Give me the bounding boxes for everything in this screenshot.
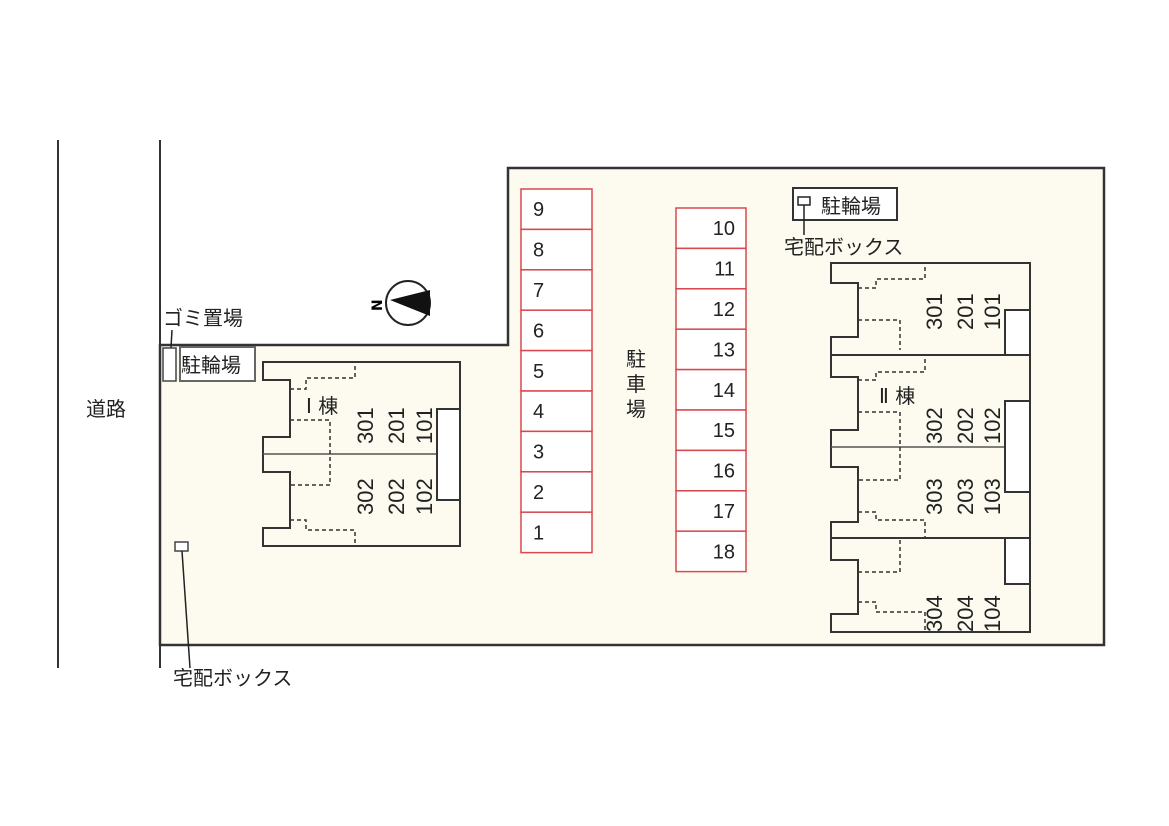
bike-parking-left (179, 346, 256, 382)
parking-space-number: 1 (533, 522, 544, 544)
parking-space (675, 368, 747, 411)
unit-number: 204 (953, 595, 978, 632)
parking-space (520, 269, 593, 311)
parking-space (520, 430, 593, 473)
parking-space (520, 511, 593, 554)
parking-space-number: 8 (533, 240, 544, 262)
delivery-box-right-label: 宅配ボックス (784, 235, 903, 259)
unit-number: 103 (980, 478, 1005, 515)
parking-label-2: 車 (626, 372, 646, 396)
parking-space-number: 4 (533, 401, 544, 423)
unit-number: 101 (412, 407, 437, 444)
parking-space (520, 228, 593, 271)
parking-space (675, 409, 747, 452)
building-2 (830, 262, 1031, 633)
parking-column-right: 10 11 12 13 14 15 16 17 18 (675, 207, 747, 573)
parking-space-number: 5 (533, 361, 544, 383)
unit-number: 201 (953, 293, 978, 330)
delivery-box-left-label: 宅配ボックス (173, 666, 292, 690)
parking-space (675, 288, 747, 330)
unit-number: 202 (384, 478, 409, 515)
parking-space (520, 390, 593, 433)
unit-number: 301 (922, 293, 947, 330)
parking-space-number: 11 (714, 259, 735, 281)
parking-space (675, 530, 747, 573)
parking-space (675, 449, 747, 492)
parking-space-number: 18 (713, 541, 735, 563)
parking-space (520, 349, 593, 392)
unit-number: 102 (412, 478, 437, 515)
parking-space-number: 9 (533, 199, 544, 221)
unit-number: 302 (922, 407, 947, 444)
unit-number: 104 (980, 595, 1005, 632)
building-1 (262, 361, 461, 547)
parking-space-number: 14 (713, 380, 735, 402)
parking-label-3: 場 (626, 397, 646, 421)
parking-space-number: 17 (713, 501, 735, 523)
parking-space-number: 16 (713, 461, 735, 483)
parking-space-number: 13 (713, 339, 735, 361)
parking-space (675, 207, 747, 250)
unit-number: 202 (953, 407, 978, 444)
garbage-label: ゴミ置場 (163, 306, 243, 330)
parking-space-number: 6 (533, 320, 544, 342)
building-2-label: Ⅱ 棟 (879, 384, 915, 408)
parking-space (520, 471, 593, 513)
building-1-label: Ⅰ 棟 (306, 394, 338, 418)
unit-number: 203 (953, 478, 978, 515)
bike-parking-right-label: 駐輪場 (821, 194, 881, 218)
parking-space-number: 2 (533, 482, 544, 504)
parking-space-number: 7 (533, 280, 544, 302)
unit-number: 101 (980, 293, 1005, 330)
parking-space-number: 10 (713, 218, 735, 240)
delivery-box-right (797, 196, 811, 235)
parking-space (675, 490, 747, 532)
parking-space-number: 3 (533, 442, 544, 464)
parking-label-1: 駐 (626, 347, 646, 371)
road-label: 道路 (86, 397, 126, 421)
garbage-area (162, 347, 177, 382)
north-arrow-icon: N (370, 280, 431, 326)
bike-parking-left-label: 駐輪場 (181, 353, 241, 377)
parking-space-number: 15 (713, 420, 735, 442)
unit-number: 102 (980, 407, 1005, 444)
parking-space (675, 247, 747, 290)
delivery-box-left (174, 541, 189, 552)
parking-space (520, 309, 593, 352)
parking-space-number: 12 (713, 299, 735, 321)
unit-number: 302 (353, 478, 378, 515)
unit-number: 303 (922, 478, 947, 515)
parking-column-left: 9 8 7 6 5 4 3 2 1 (520, 188, 593, 554)
unit-number: 304 (922, 595, 947, 632)
parking-space (520, 188, 593, 231)
unit-number: 201 (384, 407, 409, 444)
north-label: N (370, 299, 386, 311)
parking-space (675, 328, 747, 371)
unit-number: 301 (353, 407, 378, 444)
